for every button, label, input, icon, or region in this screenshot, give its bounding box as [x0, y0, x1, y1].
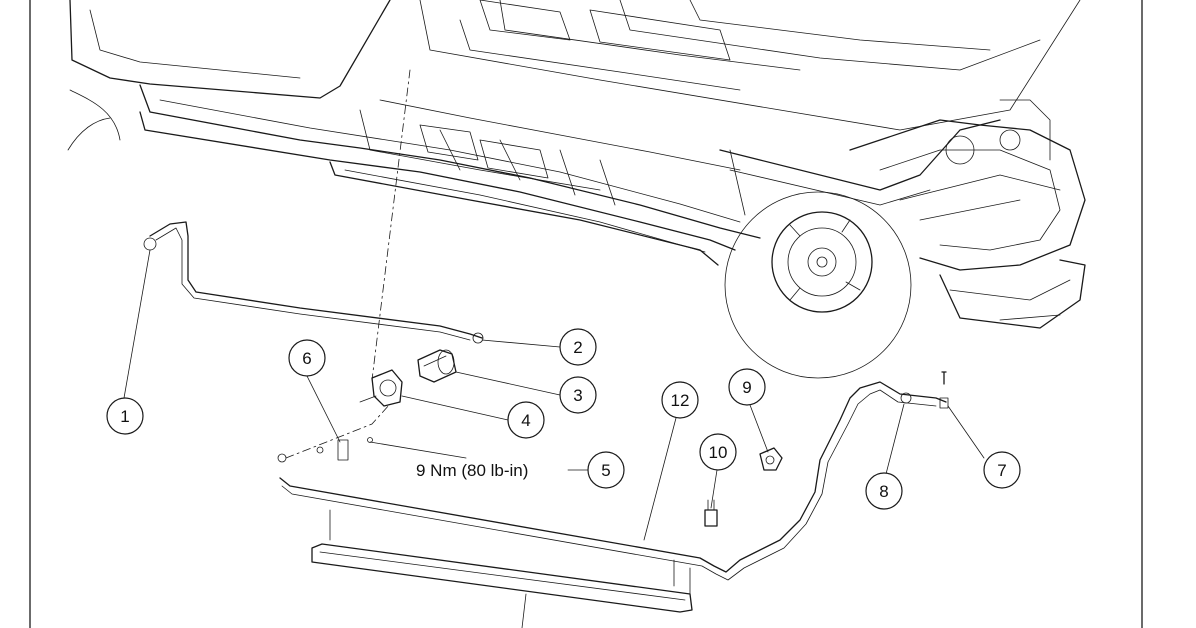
- callout-2: 2: [559, 328, 597, 366]
- callout-3: 3: [559, 376, 597, 414]
- callout-7-label: 7: [997, 461, 1006, 480]
- callout-1-label: 1: [120, 407, 129, 426]
- fasteners-left: [277, 403, 391, 463]
- callout-8-label: 8: [879, 482, 888, 501]
- callout-3-label: 3: [573, 386, 582, 405]
- callout-5: 5: [587, 451, 625, 489]
- callout-12: 12: [661, 381, 699, 419]
- callout-8: 8: [865, 472, 903, 510]
- callout-2-label: 2: [573, 338, 582, 357]
- bolt-7: [939, 371, 949, 409]
- callout-10: 10: [699, 433, 737, 471]
- lower-fuel-line: [279, 381, 947, 581]
- mounting-bracket: [359, 369, 403, 407]
- vapor-line-upper: [143, 221, 484, 344]
- clip-9: [759, 447, 783, 471]
- callout-10-label: 10: [709, 443, 728, 462]
- vehicle-underbody: [67, 0, 1086, 381]
- callout-9: 9: [728, 368, 766, 406]
- callout-6: 6: [288, 339, 326, 377]
- heat-shield: [311, 509, 693, 613]
- callout-12-label: 12: [671, 391, 690, 410]
- canister-filter: [417, 349, 457, 383]
- frame: [29, 0, 1143, 628]
- callout-4: 4: [507, 401, 545, 439]
- torque-spec-label: 9 Nm (80 lb-in): [416, 461, 528, 480]
- callout-6-label: 6: [302, 349, 311, 368]
- fitting-8: [900, 392, 912, 404]
- callout-4-label: 4: [521, 411, 530, 430]
- callout-1: 1: [106, 397, 144, 435]
- callout-7: 7: [983, 451, 1021, 489]
- leader-lines: [123, 249, 985, 628]
- callout-9-label: 9: [742, 378, 751, 397]
- clip-10: [704, 499, 718, 527]
- callout-5-label: 5: [601, 461, 610, 480]
